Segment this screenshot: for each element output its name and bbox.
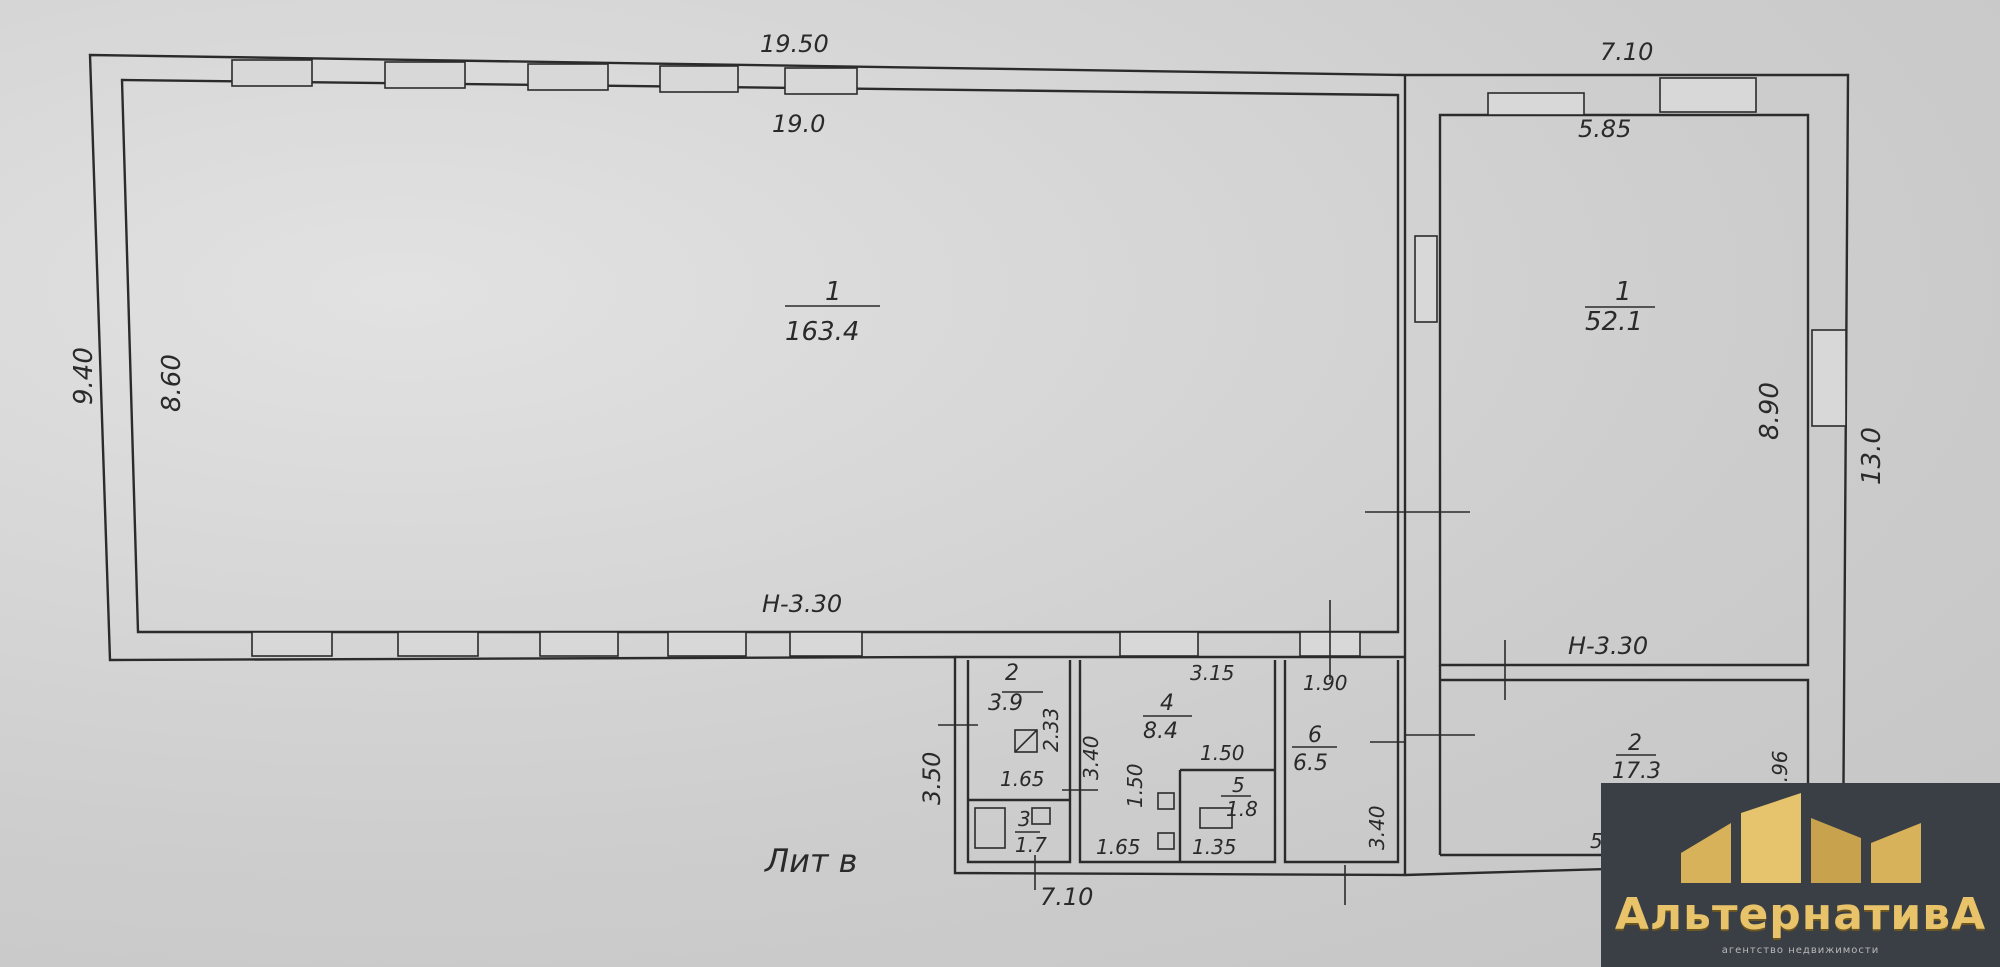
room-5-area: 1.8	[1226, 797, 1258, 821]
window-bottom-4	[667, 631, 747, 657]
fixture-shower	[1014, 729, 1038, 753]
dim-right-inner: 8.90	[1755, 382, 1785, 440]
room-6-area: 6.5	[1293, 751, 1328, 776]
dim-bottom-outer: 7.10	[1040, 883, 1093, 911]
room-3-area: 1.7	[1015, 833, 1047, 857]
window-bottom-2	[397, 631, 479, 657]
fixture-wc	[974, 807, 1006, 849]
lower-rooms-walls	[955, 655, 1405, 864]
dim-small-2: 1.65	[1000, 767, 1045, 791]
dim-small-8: 1.35	[1192, 835, 1237, 859]
dim-small-4: 3.15	[1190, 661, 1235, 685]
room-4-area: 8.4	[1143, 719, 1178, 744]
dim-left-inner: 8.60	[157, 354, 187, 412]
fixture-sink-2	[1157, 832, 1175, 850]
inner-wall-right-room	[1438, 113, 1810, 667]
window-top-2	[384, 61, 466, 89]
window-top-1	[231, 59, 313, 87]
room-2-number: 2	[1005, 661, 1019, 686]
room-1-area: 163.4	[785, 317, 859, 347]
dim-left-outer: 9.40	[69, 347, 99, 405]
room-6-number: 6	[1308, 723, 1322, 748]
room-1-number: 1	[825, 277, 842, 307]
logo-brand-text: АльтернативА	[1614, 889, 1987, 940]
height-left: Н-3.30	[762, 590, 842, 618]
dim-top-outer-left: 19.50	[760, 30, 829, 58]
room-4-number: 4	[1160, 691, 1174, 716]
fixture-toilet	[1199, 807, 1233, 829]
fixture-diagonal	[1014, 729, 1038, 753]
logo-tagline: агентство недвижимости	[1721, 945, 1880, 956]
room-2-area: 3.9	[988, 691, 1023, 716]
window-top-right-1	[1487, 92, 1585, 116]
fixture-basin	[1031, 807, 1051, 825]
window-top-5	[784, 67, 858, 95]
dim-small-12: 5	[1590, 829, 1603, 853]
window-top-right-2	[1659, 77, 1757, 113]
room-fraction-lines	[785, 305, 1656, 833]
room-1b-number: 1	[1615, 277, 1632, 307]
window-top-3	[527, 63, 609, 91]
dim-right-outer: 13.0	[1857, 427, 1887, 485]
dim-top-outer-right: 7.10	[1600, 38, 1653, 66]
right-vertical-wall	[1403, 75, 1810, 875]
dim-small-1: 2.33	[1039, 707, 1063, 752]
window-bottom-6	[1119, 631, 1199, 657]
dim-small-3: 3.40	[1079, 735, 1103, 780]
room-1b-area: 52.1	[1585, 307, 1643, 337]
window-bottom-1	[251, 631, 333, 657]
window-inner-left	[1414, 235, 1438, 323]
window-bottom-3	[539, 631, 619, 657]
fixture-sink-1	[1157, 792, 1175, 810]
window-top-4	[659, 65, 739, 93]
dim-annex-left: 3.50	[918, 752, 946, 805]
door-marks	[938, 511, 1506, 905]
room-5-number: 5	[1232, 773, 1245, 797]
dim-small-9: 1.90	[1303, 671, 1348, 695]
dim-small-5: 1.50	[1200, 741, 1245, 765]
dim-top-inner-right: 5.85	[1578, 115, 1631, 143]
dim-small-6: 1.50	[1123, 763, 1147, 808]
window-bottom-5	[789, 631, 863, 657]
window-right	[1811, 329, 1847, 427]
room-2b-area: 17.3	[1612, 759, 1661, 784]
inner-wall-big-hall	[120, 78, 1400, 634]
room-2b-number: 2	[1628, 731, 1642, 756]
plan-title: Лит в	[764, 842, 858, 880]
dim-small-10: 3.40	[1365, 805, 1389, 850]
logo-buildings-icon	[1681, 793, 1921, 883]
room-3-number: 3	[1018, 807, 1031, 831]
dim-top-inner-left: 19.0	[772, 110, 825, 138]
brand-logo: АльтернативА агентство недвижимости	[1601, 783, 2000, 967]
height-right: Н-3.30	[1568, 632, 1648, 660]
dim-small-7: 1.65	[1096, 835, 1141, 859]
